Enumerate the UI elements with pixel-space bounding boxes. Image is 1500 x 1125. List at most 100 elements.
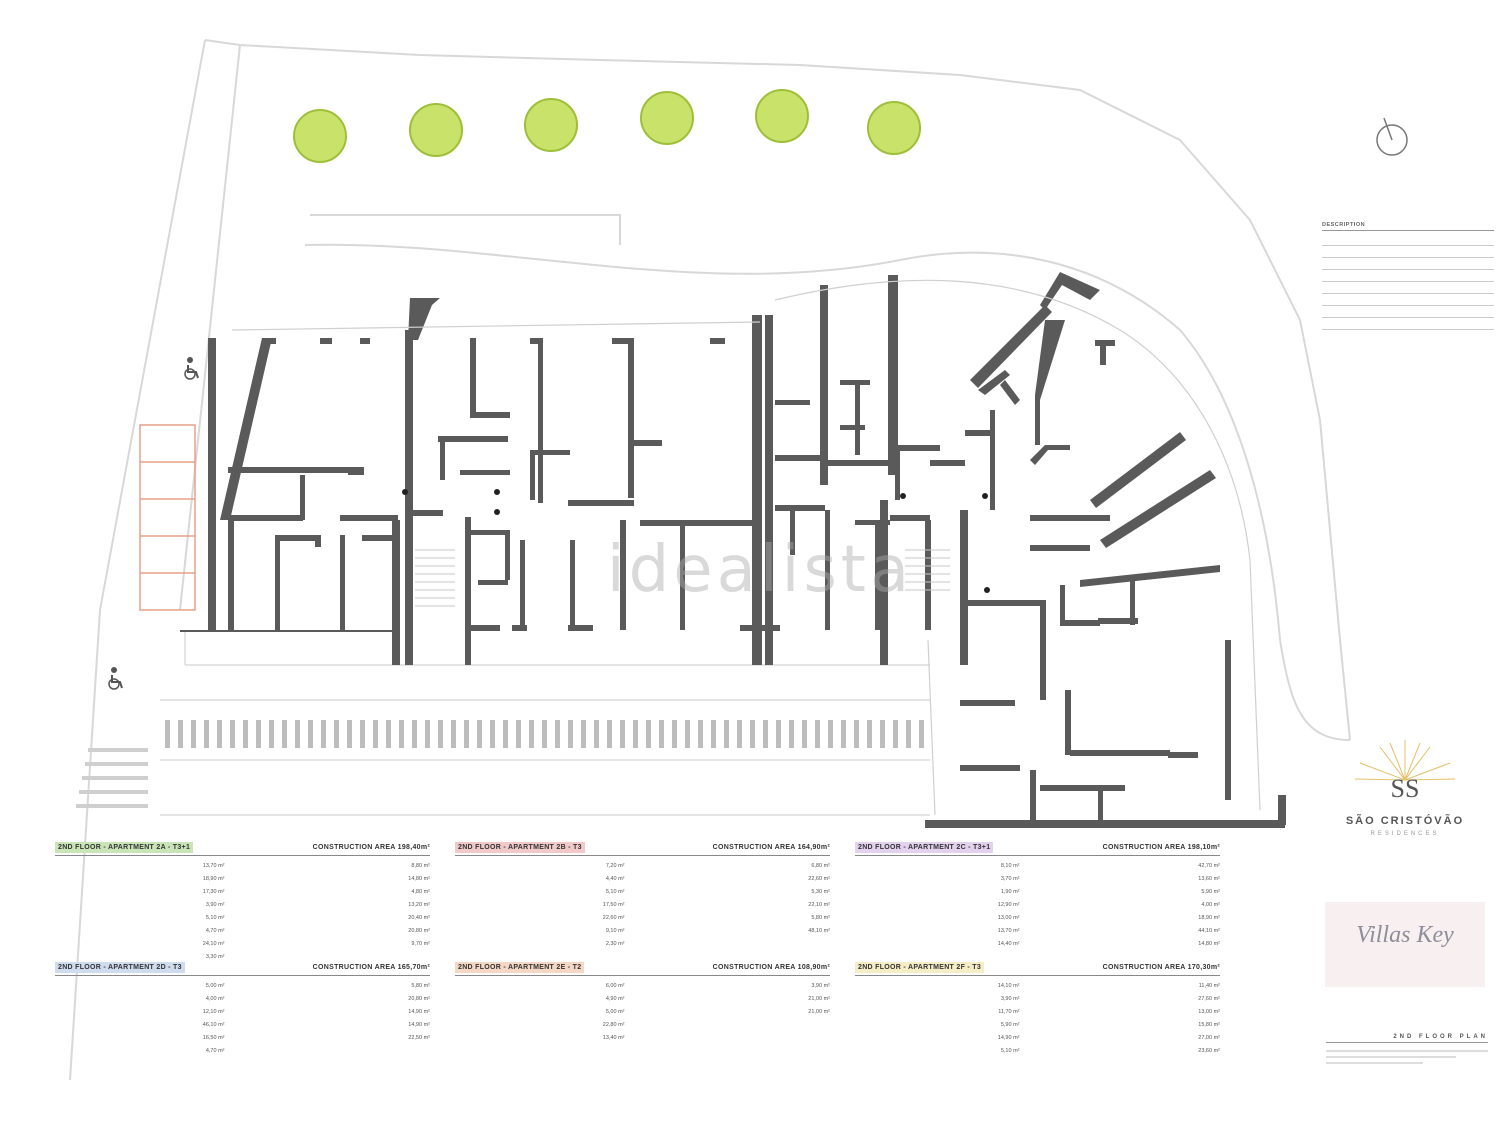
area-value: 13,70 m²: [202, 862, 225, 869]
area-value: 5,90 m²: [1201, 888, 1220, 895]
area-value: 13,60 m²: [1198, 875, 1220, 882]
area-row: 42,70 m²: [1054, 859, 1220, 872]
villas-key-name: Villas Key: [1356, 922, 1454, 948]
area-value: 27,60 m²: [1198, 995, 1220, 1002]
area-row: 1,90 m²: [855, 885, 1020, 898]
construction-area: CONSTRUCTION AREA 170,30m²: [1102, 964, 1220, 971]
apartment-table-2c: 2ND FLOOR - APARTMENT 2C - T3+1 CONSTRUCT…: [855, 842, 1220, 950]
area-value: 7,20 m²: [605, 862, 625, 869]
tree-icon: [640, 91, 694, 145]
area-value: 4,00 m²: [1201, 901, 1220, 908]
area-column: 14,10 m² 3,90 m² 11,70 m² 5,90 m² 14,90 …: [855, 979, 1038, 1057]
building-walls: [180, 272, 1286, 828]
construction-area: CONSTRUCTION AREA 198,10m²: [1102, 844, 1220, 851]
area-value: 20,80 m²: [408, 927, 430, 934]
side-crosswalk: [76, 748, 148, 808]
parking-spaces: [139, 424, 196, 611]
area-row: 13,00 m²: [855, 911, 1020, 924]
area-row: 5,10 m²: [55, 911, 225, 924]
area-value: 14,90 m²: [408, 1021, 430, 1028]
area-value: 3,70 m²: [1000, 875, 1020, 882]
area-value: 4,40 m²: [605, 875, 625, 882]
area-row: 22,10 m²: [659, 898, 830, 911]
area-row: 14,90 m²: [855, 1031, 1020, 1044]
area-row: 11,40 m²: [1054, 979, 1220, 992]
area-row: 16,50 m²: [55, 1031, 225, 1044]
construction-area: CONSTRUCTION AREA 198,40m²: [312, 844, 430, 851]
area-row: 4,70 m²: [55, 1044, 225, 1057]
area-row: 13,70 m²: [55, 859, 225, 872]
area-row: 3,70 m²: [855, 872, 1020, 885]
area-row: 18,90 m²: [55, 872, 225, 885]
area-value: 11,40 m²: [1198, 982, 1220, 989]
area-row: 4,00 m²: [1054, 898, 1220, 911]
area-value: 3,30 m²: [205, 953, 225, 960]
area-row: 14,90 m²: [259, 1018, 430, 1031]
area-row: 8,80 m²: [259, 859, 430, 872]
area-value: 22,50 m²: [408, 1034, 430, 1041]
logo-name: SÃO CRISTÓVÃO: [1345, 815, 1465, 827]
area-value: 14,10 m²: [997, 982, 1020, 989]
area-row: 44,10 m²: [1054, 924, 1220, 937]
floor-plan-notes: [1326, 1050, 1488, 1080]
site-boundary: [69, 39, 1351, 1081]
area-value: 42,70 m²: [1198, 862, 1220, 869]
area-value: 13,20 m²: [408, 901, 430, 908]
apartment-title: 2ND FLOOR - APARTMENT 2B - T3: [455, 842, 585, 853]
wheelchair-icon: [184, 357, 199, 380]
area-row: 14,40 m²: [855, 937, 1020, 950]
tree-icon: [293, 109, 347, 163]
area-value: 22,60 m²: [808, 875, 830, 882]
area-value: 5,00 m²: [205, 982, 225, 989]
area-column: 13,70 m² 18,90 m² 17,30 m² 3,90 m² 5,10 …: [55, 859, 243, 963]
area-row: 8,10 m²: [855, 859, 1020, 872]
area-value: 14,90 m²: [408, 1008, 430, 1015]
area-value: 5,10 m²: [1000, 1047, 1020, 1054]
area-row: 5,10 m²: [455, 885, 625, 898]
area-column: 3,90 m² 21,00 m² 21,00 m²: [643, 979, 830, 1044]
area-row: 14,80 m²: [1054, 937, 1220, 950]
apartment-table-2b: 2ND FLOOR - APARTMENT 2B - T3 CONSTRUCTIO…: [455, 842, 830, 950]
area-value: 20,40 m²: [408, 914, 430, 921]
area-row: 20,80 m²: [259, 992, 430, 1005]
area-row: 14,80 m²: [259, 872, 430, 885]
area-value: 23,60 m²: [1198, 1047, 1220, 1054]
balcony-edges: [231, 279, 1261, 816]
area-value: 14,80 m²: [408, 875, 430, 882]
area-row: 4,80 m²: [259, 885, 430, 898]
area-column: 7,20 m² 4,40 m² 5,10 m² 17,50 m² 22,60 m…: [455, 859, 643, 950]
sunburst-icon: SS: [1354, 740, 1456, 803]
construction-area: CONSTRUCTION AREA 164,90m²: [712, 844, 830, 851]
area-row: 27,00 m²: [1054, 1031, 1220, 1044]
apartment-header: 2ND FLOOR - APARTMENT 2B - T3 CONSTRUCTIO…: [455, 842, 830, 854]
apartment-title: 2ND FLOOR - APARTMENT 2E - T2: [455, 962, 585, 973]
area-value: 5,30 m²: [811, 888, 830, 895]
area-value: 14,80 m²: [1198, 940, 1220, 947]
apartment-title: 2ND FLOOR - APARTMENT 2C - T3+1: [855, 842, 994, 853]
apartment-header: 2ND FLOOR - APARTMENT 2C - T3+1 CONSTRUCT…: [855, 842, 1220, 854]
apartment-title: 2ND FLOOR - APARTMENT 2D - T3: [55, 962, 185, 973]
area-row: 4,90 m²: [455, 992, 625, 1005]
area-value: 9,10 m²: [605, 927, 625, 934]
area-value: 13,00 m²: [997, 914, 1020, 921]
area-row: 11,70 m²: [855, 1005, 1019, 1018]
area-value: 4,70 m²: [205, 927, 225, 934]
area-value: 5,90 m²: [1000, 1021, 1020, 1028]
area-row: 13,70 m²: [855, 924, 1020, 937]
area-row: 22,80 m²: [455, 1018, 625, 1031]
area-value: 24,10 m²: [202, 940, 225, 947]
road-lines: [160, 630, 930, 816]
area-value: 18,90 m²: [202, 875, 225, 882]
area-value: 8,80 m²: [411, 862, 430, 869]
area-row: 5,10 m²: [855, 1044, 1020, 1057]
area-row: 12,90 m²: [855, 898, 1020, 911]
wheelchair-icon: [108, 667, 123, 690]
area-row: 6,80 m²: [659, 859, 830, 872]
area-row: 5,00 m²: [455, 1005, 625, 1018]
area-row: 4,70 m²: [55, 924, 225, 937]
area-value: 4,80 m²: [411, 888, 430, 895]
area-column: 5,00 m² 4,00 m² 12,10 m² 46,10 m² 16,50 …: [55, 979, 243, 1057]
